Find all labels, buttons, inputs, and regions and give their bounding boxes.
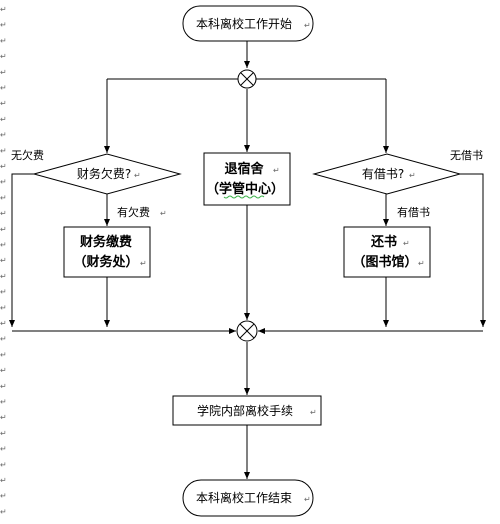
paragraph-mark: ↵ [0, 178, 7, 187]
paragraph-mark: ↵ [0, 21, 7, 30]
procedures-process: 学院内部离校手续 ↵ [172, 395, 322, 426]
end-label: 本科离校工作结束 [196, 490, 292, 505]
paragraph-mark: ↵ [0, 52, 7, 61]
procedures-label: 学院内部离校手续 [197, 403, 293, 418]
svg-text:↵: ↵ [304, 495, 311, 504]
no-book-label: 无借书 [450, 149, 483, 162]
checkout-process: 退宿舍 ↵ （学管中心） [203, 152, 291, 206]
book-return-process: 还书 ↵ （图书馆） ↵ [343, 226, 431, 278]
finance-decision: 财务欠费? ↵ [32, 153, 182, 195]
has-debt-label: 有欠费 [117, 205, 150, 219]
paragraph-mark: ↵ [0, 68, 7, 77]
paragraph-mark: ↵ [0, 193, 7, 202]
paragraph-mark: ↵ [0, 241, 7, 250]
paragraph-mark: ↵ [0, 507, 7, 516]
paragraph-mark: ↵ [0, 382, 7, 391]
paragraph-mark: ↵ [0, 162, 7, 171]
paragraph-mark: ↵ [0, 445, 7, 454]
paragraph-mark: ↵ [0, 146, 7, 155]
checkout-line1: 退宿舍 [224, 161, 264, 177]
svg-text:↵: ↵ [273, 166, 280, 175]
start-terminal: 本科离校工作开始 ↵ [182, 5, 314, 42]
paragraph-mark: ↵ [0, 272, 7, 281]
paragraph-mark: ↵ [0, 350, 7, 359]
svg-text:↵: ↵ [304, 21, 311, 30]
merge-junction [236, 320, 258, 342]
end-terminal: 本科离校工作结束 ↵ [182, 479, 314, 517]
paragraph-mark: ↵ [0, 131, 7, 140]
start-label: 本科离校工作开始 [196, 16, 292, 31]
svg-text:↵: ↵ [310, 408, 317, 417]
paragraph-mark: ↵ [0, 335, 7, 344]
no-debt-label: 无欠费 [11, 148, 44, 162]
paragraph-mark: ↵ [0, 225, 7, 234]
paragraph-mark: ↵ [0, 476, 7, 485]
paragraph-mark: ↵ [0, 5, 7, 14]
paragraph-mark: ↵ [0, 460, 7, 469]
svg-text:↵: ↵ [409, 171, 416, 180]
no-book-branch [460, 173, 486, 327]
paragraph-marks: ↵ ↵ ↵ ↵ ↵ ↵ ↵ ↵ ↵ ↵ ↵ ↵ ↵ ↵ ↵ ↵ ↵ ↵ ↵ ↵ ↵ ↵ ↵ ↵ ↵ ↵ ↵ ↵ ↵ ↵ ↵ ↵ ↵ [0, 5, 7, 516]
paragraph-mark: ↵ [0, 319, 7, 328]
paragraph-mark: ↵ [0, 492, 7, 501]
paragraph-mark: ↵ [0, 413, 7, 422]
finance-pay-line1: 财务缴费 [80, 234, 132, 250]
spellcheck-underline [223, 195, 265, 199]
split-junction [237, 69, 257, 89]
svg-text:↵: ↵ [134, 171, 141, 180]
svg-text:↵: ↵ [403, 239, 410, 248]
paragraph-mark: ↵ [0, 115, 7, 124]
paragraph-mark: ↵ [0, 303, 7, 312]
checkout-line2: （学管中心） [206, 181, 284, 197]
connectors [9, 41, 486, 479]
paragraph-mark: ↵ [0, 429, 7, 438]
paragraph-mark: ↵ [0, 36, 7, 45]
has-book-label: 有借书 [397, 205, 430, 219]
return-line2: （图书馆） [352, 254, 417, 270]
no-debt-branch [9, 173, 34, 327]
paragraph-mark: ↵ [0, 209, 7, 218]
paragraph-mark: ↵ [0, 84, 7, 93]
paragraph-mark: ↵ [0, 256, 7, 265]
paragraph-mark: ↵ [0, 99, 7, 108]
book-decision: 有借书? ↵ [312, 153, 462, 195]
finance-check-label: 财务欠费? [77, 166, 131, 181]
svg-text:↵: ↵ [418, 259, 425, 268]
svg-text:↵: ↵ [140, 259, 147, 268]
return-line1: 还书 [370, 234, 397, 250]
finance-pay-line2: （财务处） [73, 254, 138, 270]
paragraph-mark: ↵ [0, 288, 7, 297]
paragraph-mark: ↵ [0, 366, 7, 375]
svg-text:↵: ↵ [160, 209, 167, 218]
paragraph-mark: ↵ [0, 398, 7, 407]
book-check-label: 有借书? [362, 167, 404, 181]
finance-payment-process: 财务缴费 （财务处） ↵ [63, 226, 151, 278]
